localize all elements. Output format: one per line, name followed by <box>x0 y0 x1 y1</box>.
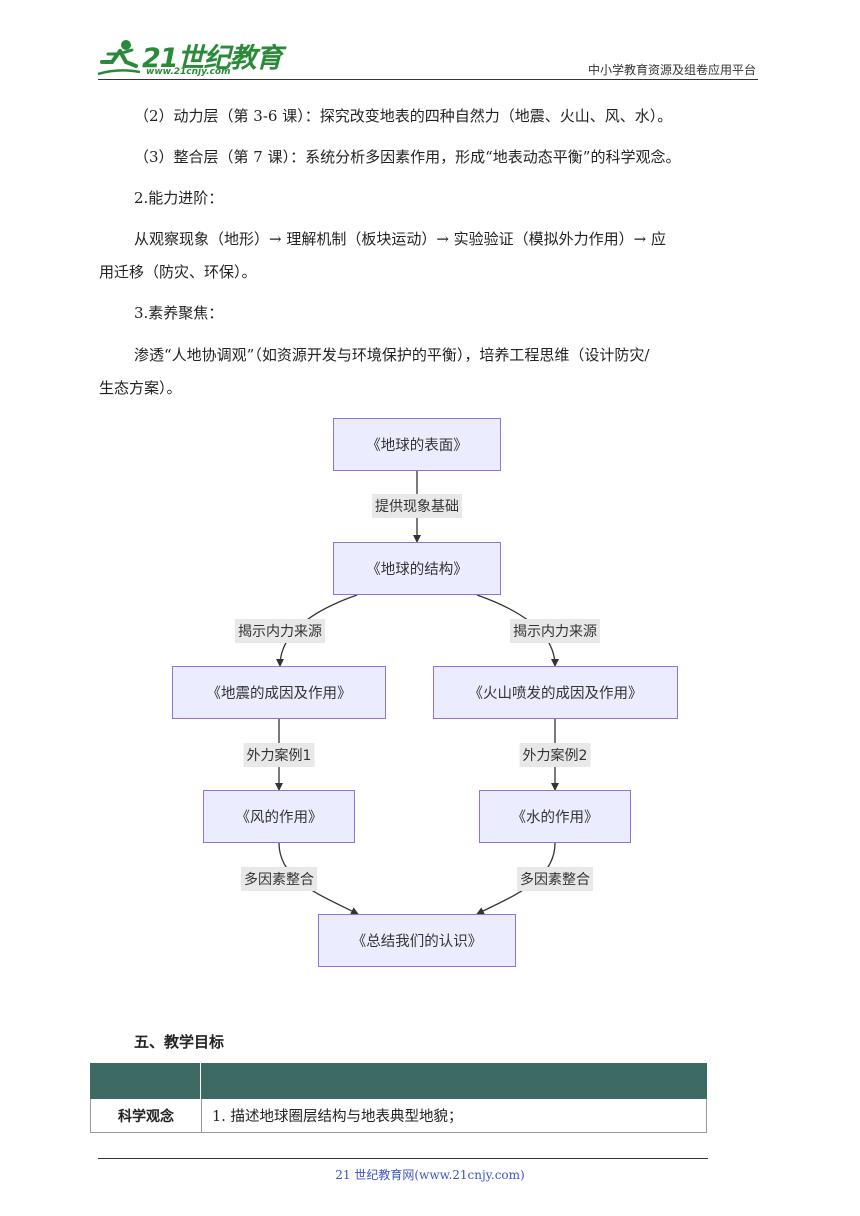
paragraph-dynamic-layer: （2）动力层（第 3-6 课）：探究改变地表的四种自然力（地震、火山、风、水）。 <box>134 107 673 125</box>
node-earth-structure: 《地球的结构》 <box>333 542 501 595</box>
runner-logo-icon <box>97 40 141 76</box>
edge-label-external-case-2: 外力案例2 <box>519 743 591 767</box>
node-earthquake: 《地震的成因及作用》 <box>172 666 386 719</box>
edge-label-integration-left: 多因素整合 <box>241 867 317 891</box>
table-header-cell <box>90 1063 201 1099</box>
header-platform-name: 中小学教育资源及组卷应用平台 <box>587 63 756 77</box>
objectives-table: 科学观念 1. 描述地球圈层结构与地表典型地貌； <box>90 1063 707 1133</box>
site-logo: 21世纪教育 www.21cnjy.com <box>96 36 283 80</box>
node-wind: 《风的作用》 <box>203 790 355 843</box>
edge-label-internal-force-right: 揭示内力来源 <box>510 619 600 643</box>
logo-text: 21世纪教育 <box>142 43 283 74</box>
edge-label-integration-right: 多因素整合 <box>517 867 593 891</box>
paragraph-integration-layer: （3）整合层（第 7 课）：系统分析多因素作用，形成“地表动态平衡”的科学观念。 <box>134 148 681 166</box>
table-row-content: 1. 描述地球圈层结构与地表典型地貌； <box>212 1109 463 1125</box>
node-volcano: 《火山喷发的成因及作用》 <box>433 666 678 719</box>
paragraph-ability-line2: 用迁移（防灾、环保）。 <box>99 263 257 281</box>
table-row: 科学观念 1. 描述地球圈层结构与地表典型地貌； <box>90 1099 707 1133</box>
table-header-cell <box>201 1063 707 1099</box>
paragraph-ability-line1: 从观察现象（地形）→ 理解机制（板块运动）→ 实验验证（模拟外力作用）→ 应 <box>134 230 667 248</box>
footer-link[interactable]: 21 世纪教育网(www.21cnjy.com) <box>335 1168 525 1182</box>
logo-url: www.21cnjy.com <box>146 67 231 77</box>
paragraph-literacy-line2: 生态方案）。 <box>99 379 182 397</box>
paragraph-literacy-line1: 渗透“人地协调观”（如资源开发与环境保护的平衡），培养工程思维（设计防灾/ <box>134 346 650 364</box>
node-earth-surface: 《地球的表面》 <box>333 418 501 471</box>
section-title: 五、教学目标 <box>134 1033 225 1051</box>
edge-label-observation-basis: 提供现象基础 <box>372 494 462 518</box>
header-divider <box>98 79 758 80</box>
table-header-row <box>90 1063 707 1099</box>
paragraph-ability-heading: 2.能力进阶： <box>134 189 224 207</box>
paragraph-literacy-heading: 3.素养聚焦： <box>134 304 224 322</box>
node-water: 《水的作用》 <box>479 790 631 843</box>
node-summary: 《总结我们的认识》 <box>318 914 516 967</box>
footer-divider <box>98 1158 708 1159</box>
table-row-label: 科学观念 <box>91 1099 202 1132</box>
edge-label-internal-force-left: 揭示内力来源 <box>235 619 325 643</box>
edge-label-external-case-1: 外力案例1 <box>243 743 315 767</box>
